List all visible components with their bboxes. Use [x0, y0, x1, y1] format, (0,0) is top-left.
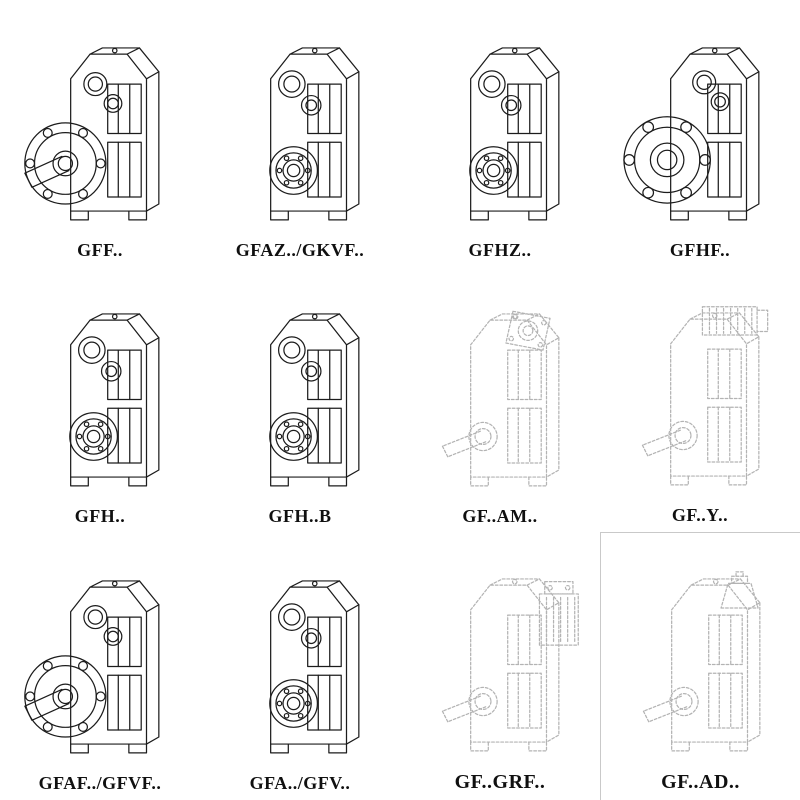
model-label: GFH..B [268, 506, 332, 527]
model-label: GF..GRF.. [454, 770, 546, 793]
catalog-cell-gfhz: GFHZ.. [400, 0, 600, 267]
gearbox-hollow-bore-illustration [16, 306, 184, 500]
gearbox-with-motor-illustration [616, 305, 784, 499]
catalog-cell-gfhf: GFHF.. [600, 0, 800, 267]
gearbox-input-adapter-illustration [617, 571, 785, 765]
catalog-cell-gf-am: GF..AM.. [400, 267, 600, 534]
gearbox-flange-shaft-illustration [16, 40, 184, 234]
model-label: GFHZ.. [468, 239, 532, 260]
gearbox-flange-holes-illustration [616, 40, 784, 234]
model-label: GFA../GFV.. [249, 772, 351, 793]
gearbox-hollow-bore-illustration [216, 573, 384, 767]
model-label: GF..AD.. [661, 770, 740, 793]
catalog-cell-gf-y: GF..Y.. [600, 267, 800, 534]
model-label: GFH.. [74, 506, 126, 527]
gearbox-flange-shaft-illustration [16, 573, 184, 767]
model-label: GFHF.. [669, 239, 731, 260]
model-label: GFF.. [77, 239, 123, 260]
catalog-cell-gfaz-gkvf: GFAZ../GKVF.. [200, 0, 400, 267]
catalog-cell-gf-grf: GF..GRF.. [400, 533, 600, 800]
catalog-cell-gfa-gfv: GFA../GFV.. [200, 533, 400, 800]
gearbox-hollow-bore-illustration [216, 306, 384, 500]
model-label: GF..Y.. [671, 505, 729, 526]
model-label: GF..AM.. [462, 506, 538, 527]
gearbox-motor-adapter-illustration [416, 306, 584, 500]
model-label: GFAF../GFVF.. [38, 772, 162, 793]
catalog-cell-gff: GFF.. [0, 0, 200, 267]
gearbox-hollow-bore-illustration [416, 40, 584, 234]
gearbox-input-flange-illustration [416, 571, 584, 765]
catalog-cell-gfh: GFH.. [0, 267, 200, 534]
catalog-cell-gf-ad: GF..AD.. [600, 533, 800, 800]
catalog-cell-gfh-b: GFH..B [200, 267, 400, 534]
gearbox-hollow-bore-illustration [216, 40, 384, 234]
catalog-cell-gfaf-gfvf: GFAF../GFVF.. [0, 533, 200, 800]
model-label: GFAZ../GKVF.. [235, 239, 365, 260]
